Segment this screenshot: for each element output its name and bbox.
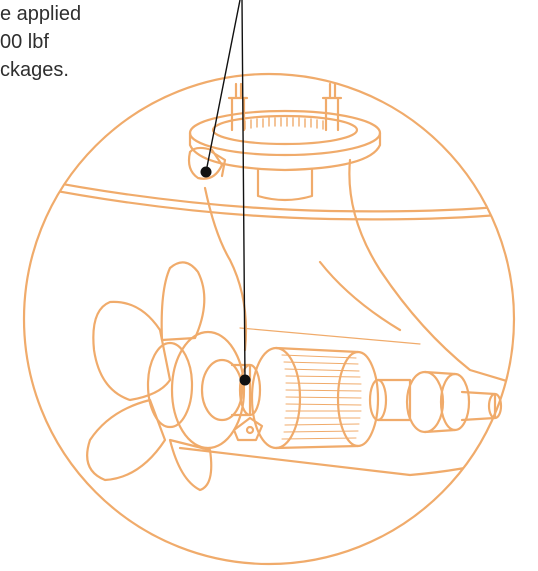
callout-line-bracket: [205, 0, 241, 173]
callout-lines: [205, 0, 246, 381]
magnifier-circle: [22, 72, 516, 566]
caption-line-3: ckages.: [0, 59, 69, 81]
housing-collar: [200, 358, 244, 422]
shaft-segment-1-end: [368, 378, 388, 422]
rear-collar-body: [423, 370, 457, 434]
mount-bracket-tab: [210, 150, 227, 178]
propeller-hub: [146, 341, 194, 429]
strut-left: [203, 186, 248, 352]
hull-line-inner: [24, 182, 514, 221]
flange-teeth: [244, 117, 324, 130]
strut-right: [348, 158, 514, 387]
mount-flange-top: [188, 109, 382, 157]
flange-pin-left: [227, 82, 249, 132]
thruster-drawing: [22, 72, 516, 566]
hull-line: [24, 174, 514, 213]
latch-bolt: [245, 425, 255, 435]
callout-dot-bracket: [200, 166, 212, 178]
strut-inner: [318, 260, 402, 332]
caption-line-2: 00 lbf: [0, 31, 49, 53]
latch: [232, 416, 264, 442]
flange-pin-right: [321, 82, 343, 132]
rear-shaft-tip: [487, 392, 503, 420]
mount-flange-side: [188, 131, 382, 172]
shaft-segment-1: [376, 378, 412, 422]
nacelle-shadow-line: [239, 327, 421, 345]
motor-ribs: [281, 354, 362, 440]
mount-flange-ring: [211, 114, 359, 146]
callout-line-shaft: [241, 0, 246, 381]
motor-rear: [336, 350, 380, 448]
propeller-blade-lower: [86, 398, 167, 482]
motor-body: [274, 346, 360, 450]
mount-neck: [256, 168, 314, 202]
callout-dot-shaft: [239, 374, 251, 386]
propeller-blade-top: [160, 261, 206, 342]
shaft-sleeve: [230, 363, 252, 417]
rear-collar-end: [439, 372, 471, 432]
housing-flange: [170, 330, 246, 450]
propeller-blade-upper: [92, 300, 172, 402]
caption-line-1: e applied: [0, 3, 82, 25]
propeller-blade-bottom: [168, 438, 213, 492]
shaft-sleeve-end: [238, 363, 262, 417]
rear-collar: [405, 370, 445, 434]
rear-shaft: [460, 390, 497, 422]
mount-bracket: [187, 146, 224, 180]
